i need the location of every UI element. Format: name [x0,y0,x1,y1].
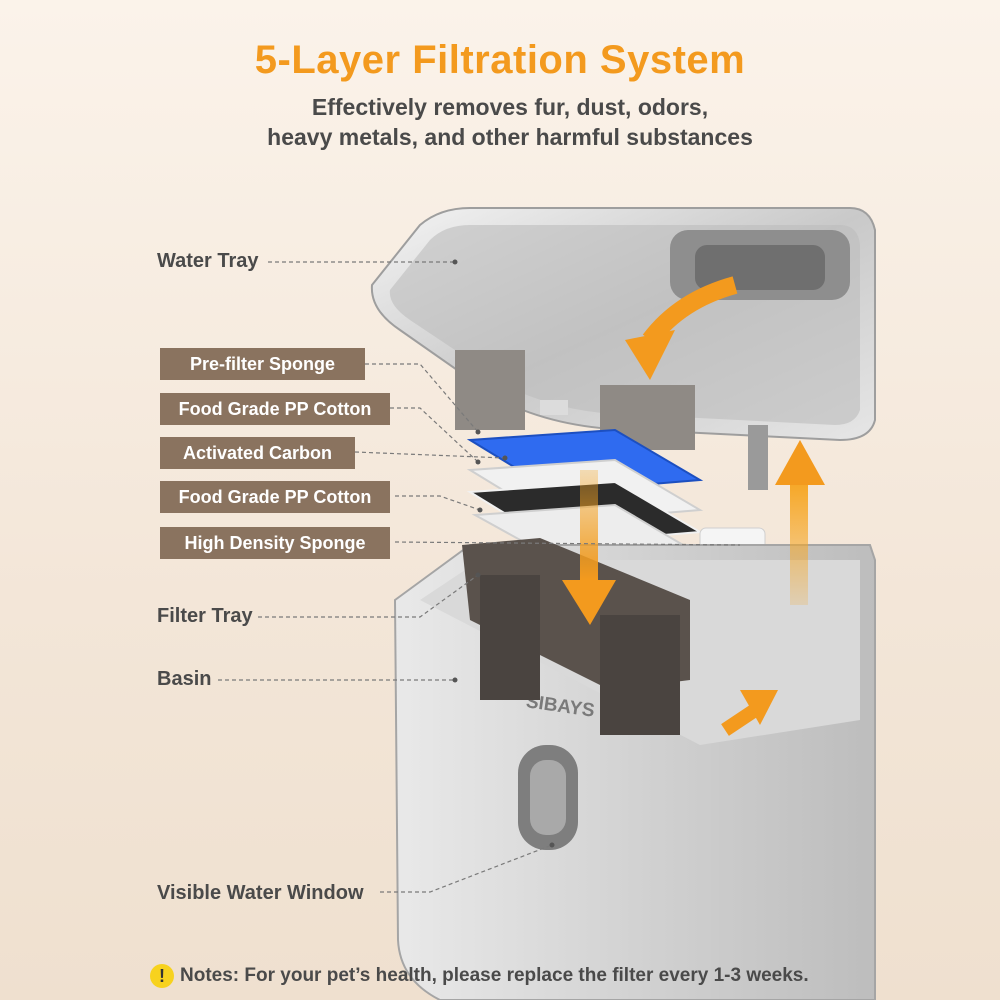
arrow-curve-icon [625,330,675,380]
leader-dots [452,259,555,848]
filter-tray [462,538,690,735]
label-basin: Basin [157,668,212,690]
label-visible-water-window: Visible Water Window [157,882,364,904]
arrow-diagonal-icon [740,690,778,725]
water-window [530,760,566,835]
leader-lines [218,261,741,893]
layer-label-pp-cotton-2: Food Grade PP Cotton [160,481,390,513]
layer-label-pre-filter-sponge: Pre-filter Sponge [160,348,365,380]
label-filter-tray: Filter Tray [157,605,253,627]
flow-arrows [562,276,825,736]
layer-label-activated-carbon: Activated Carbon [160,437,355,469]
exclamation-icon: ! [150,964,174,988]
layer-label-pp-cotton-1: Food Grade PP Cotton [160,393,390,425]
water-tray [370,207,876,490]
page-title: 5-Layer Filtration System [254,38,746,82]
notes-text: Notes: For your pet’s health, please rep… [180,965,809,986]
layer-label-high-density-sponge: High Density Sponge [160,527,390,559]
arrow-up-icon [775,440,825,485]
page-subtitle: Effectively removes fur, dust, odors, he… [230,92,790,152]
arrow-down-icon [562,580,616,625]
notes-bar: ! Notes: For your pet’s health, please r… [150,960,870,992]
label-water-tray: Water Tray [157,250,259,272]
subtitle-line-1: Effectively removes fur, dust, odors, [311,94,709,120]
subtitle-line-2: heavy metals, and other harmful substanc… [267,124,753,150]
